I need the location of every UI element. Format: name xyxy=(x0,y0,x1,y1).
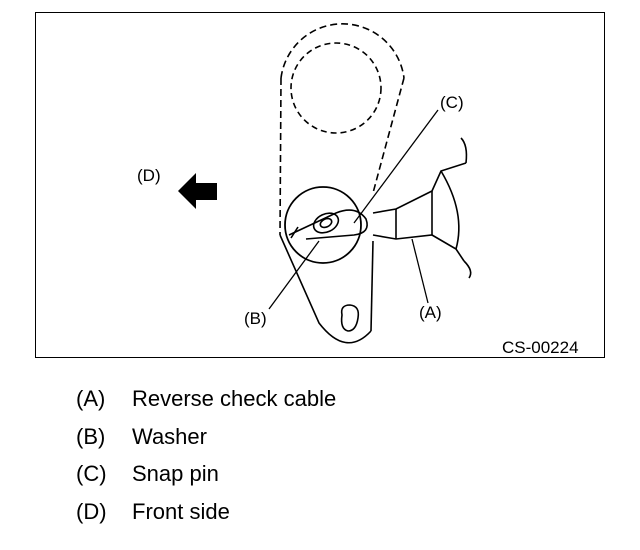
callout-b: (B) xyxy=(244,309,267,328)
legend-item: (C) Snap pin xyxy=(76,463,476,501)
boss-circle xyxy=(290,42,382,134)
legend-text: Front side xyxy=(132,498,230,524)
legend-item: (A) Reverse check cable xyxy=(76,388,476,426)
legend-item: (B) Washer xyxy=(76,423,476,464)
diagram-figure: (C) (D) (B) (A) CS-00224 xyxy=(35,12,605,358)
callout-a: (A) xyxy=(419,303,442,322)
washer xyxy=(284,186,362,264)
front-side-arrow-icon xyxy=(178,173,217,209)
legend: (A) Reverse check cable (B) Washer (C) S… xyxy=(76,388,476,538)
callout-d: (D) xyxy=(137,166,161,185)
lever-outline xyxy=(279,23,405,344)
callout-c: (C) xyxy=(440,93,464,112)
legend-text: Reverse check cable xyxy=(132,386,337,411)
snap-pin xyxy=(288,209,368,240)
reverse-check-cable xyxy=(372,137,472,279)
legend-key: (B) xyxy=(76,423,106,449)
legend-text: Washer xyxy=(132,423,207,449)
legend-key: (A) xyxy=(76,386,106,411)
figure-code: CS-00224 xyxy=(502,338,579,357)
legend-key: (C) xyxy=(76,461,107,486)
legend-text: Snap pin xyxy=(132,461,219,486)
diagram-drawing xyxy=(178,23,472,344)
legend-key: (D) xyxy=(76,498,107,524)
legend-item: (D) Front side xyxy=(76,498,476,539)
leader-lines xyxy=(268,109,439,310)
lower-slot xyxy=(340,304,360,332)
